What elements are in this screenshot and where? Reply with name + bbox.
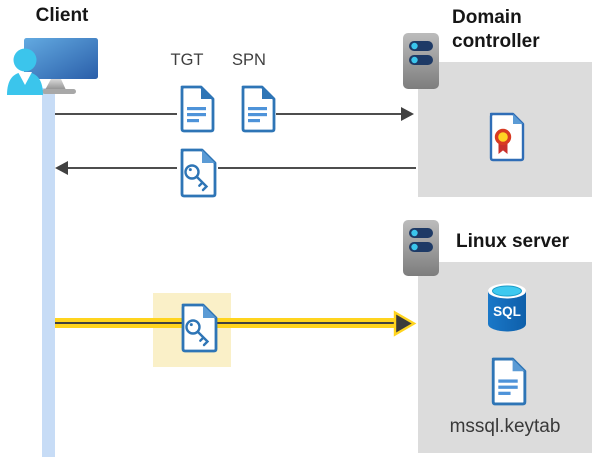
domain-controller-server-icon	[403, 33, 439, 89]
user-icon	[7, 48, 43, 95]
response-arrow-line-left	[68, 167, 177, 169]
monitor-icon	[24, 38, 98, 94]
domain-controller-title: Domain controller	[452, 7, 540, 52]
sql-connection-arrow-core	[55, 322, 397, 324]
tgt-document-icon	[180, 85, 215, 133]
linux-server-title: Linux server	[456, 231, 569, 252]
keytab-document-icon	[491, 357, 527, 406]
request-arrow-line-right	[276, 113, 402, 115]
response-arrow-line-right	[218, 167, 416, 169]
service-ticket-key-document-icon	[181, 303, 218, 353]
certificate-icon	[489, 112, 525, 162]
request-arrowhead	[401, 107, 414, 121]
spn-label: SPN	[232, 51, 266, 69]
keytab-filename-label: mssql.keytab	[449, 416, 561, 437]
sql-database-icon: SQL	[488, 283, 526, 332]
spn-document-icon	[241, 85, 276, 133]
sql-badge-text: SQL	[493, 304, 521, 319]
sql-connection-arrowhead	[393, 310, 417, 337]
client-device-icon	[7, 38, 98, 95]
linux-server-icon	[403, 220, 439, 276]
tgt-label: TGT	[170, 51, 204, 69]
client-timeline-bar	[42, 88, 55, 457]
request-arrow-line-left	[55, 113, 177, 115]
client-title: Client	[35, 5, 89, 26]
response-arrowhead	[55, 161, 68, 175]
ticket-key-document-icon	[180, 148, 217, 198]
